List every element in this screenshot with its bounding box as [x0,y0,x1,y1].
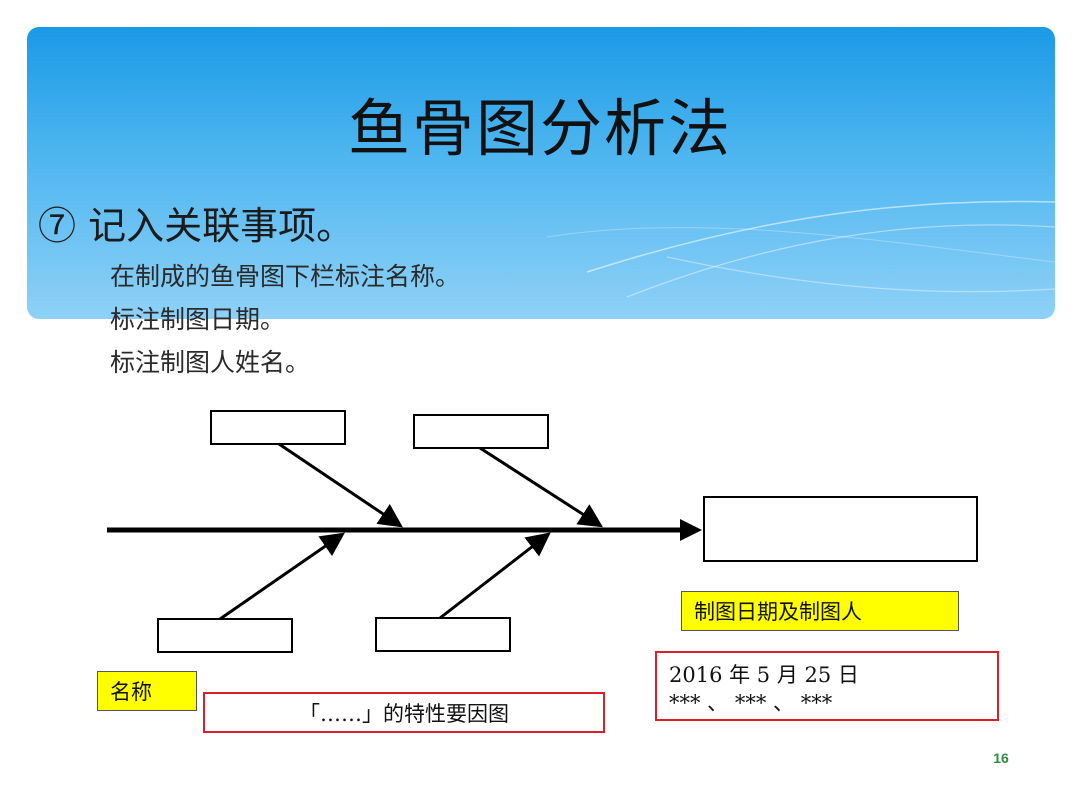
bone-arrow-bottom-right [439,532,551,620]
name-value-box: 「……」的特性要因图 [203,692,605,733]
bullet-line-2: 标注制图日期。 [110,305,286,334]
name-tag: 名称 [97,671,197,711]
effect-box [703,496,978,562]
cause-box-bottom-left [157,618,293,653]
date-person-tag: 制图日期及制图人 [681,591,959,631]
bone-arrow-top-left [278,442,403,528]
spine-arrowhead [680,519,702,541]
cause-box-bottom-right [375,617,511,652]
step-heading: ⑦ 记入关联事项。 [38,204,355,248]
title-banner [27,27,1055,319]
wave-decoration [546,200,1055,298]
bullet-line-1: 在制成的鱼骨图下栏标注名称。 [110,262,461,291]
name-value: 「……」的特性要因图 [299,701,509,726]
cause-box-top-left [210,410,346,445]
cause-box-top-right [413,414,549,449]
date-person-box: 2016 年 5 月 25 日 *** 、 *** 、 *** [655,651,999,721]
date-value: 2016 年 5 月 25 日 [669,663,859,687]
page-title: 鱼骨图分析法 [347,92,732,165]
bullet-line-3: 标注制图人姓名。 [110,348,311,377]
person-value: *** 、 *** 、 *** [669,691,833,715]
page-number: 16 [993,750,1009,766]
bone-arrow-top-right [479,446,604,528]
bone-arrow-bottom-left [219,532,345,621]
